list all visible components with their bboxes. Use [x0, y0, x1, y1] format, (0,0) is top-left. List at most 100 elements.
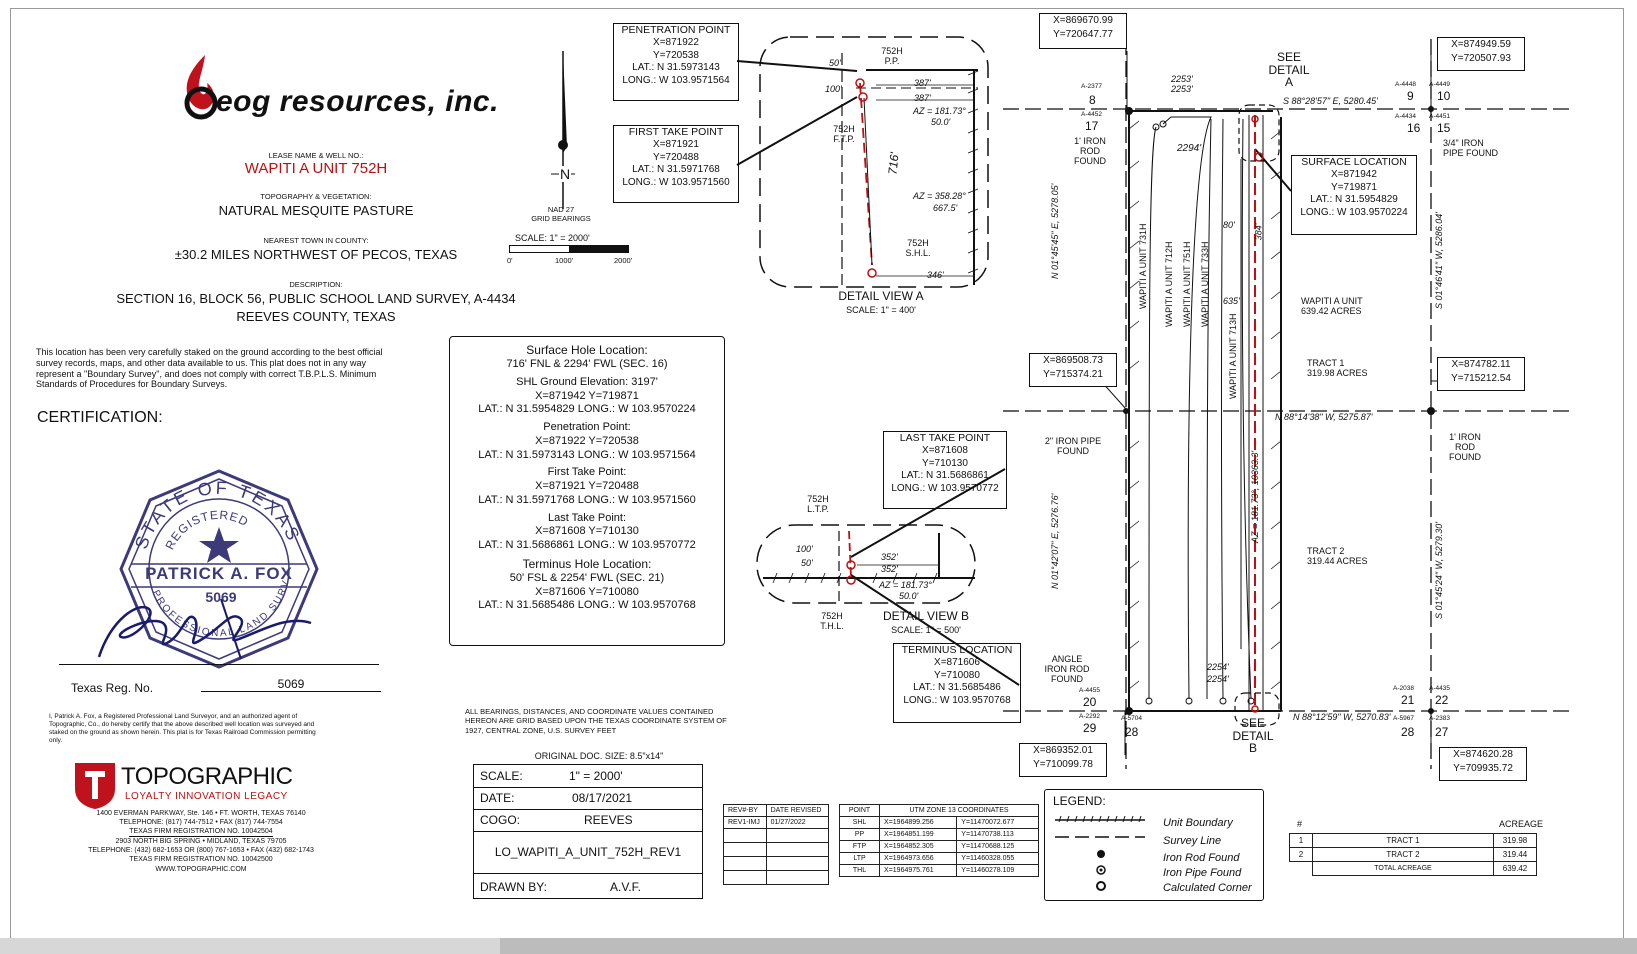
abstract-a4455: A-4455: [1079, 687, 1100, 694]
date-field-label: DATE:: [480, 791, 515, 805]
callout-ftp-y: Y=720488: [653, 151, 699, 163]
legend-symbols: [1055, 815, 1145, 891]
abstract-a2377: A-2377: [1081, 83, 1102, 90]
survey-plat-sheet: eog resources, inc. LEASE NAME & WELL NO…: [10, 8, 1624, 940]
section-8: 8: [1089, 93, 1096, 107]
section-15: 15: [1437, 121, 1451, 135]
th-latlong: LAT.: N 31.5685486 LONG.: W 103.9570768: [478, 599, 696, 612]
section-16: 16: [1407, 121, 1421, 135]
acreage-value: 319.98: [1493, 833, 1537, 848]
section-28-se: 28: [1401, 725, 1415, 739]
reg-label: Texas Reg. No.: [71, 681, 154, 695]
topo-label: TOPOGRAPHY & VEGETATION:: [260, 192, 372, 201]
detail-a-shl-text: 752H S.H.L.: [905, 238, 931, 258]
abstract-a4449: A-4449: [1429, 81, 1450, 88]
lease-value: WAPITI A UNIT 752H: [244, 160, 388, 177]
callout-tl-lat: LAT.: N 31.5685486: [913, 682, 1001, 694]
xy-box-ne: X=874949.59 Y=720507.93: [1437, 37, 1525, 71]
callout-sl-x: X=871942: [1331, 169, 1377, 181]
section-29: 29: [1083, 721, 1097, 735]
detail-b-ltp-text: 752H L.T.P.: [807, 494, 829, 514]
acreage-total-label: TOTAL ACREAGE: [1312, 861, 1494, 876]
acreage-header-num: #: [1297, 819, 1303, 829]
xy-box-e: X=874782.11 Y=715212.54: [1437, 357, 1525, 391]
th-line1: 50' FSL & 2254' FWL (SEC. 21): [509, 571, 665, 584]
certification-title: CERTIFICATION:: [37, 409, 163, 426]
callout-tl-long: LONG.: W 103.9570768: [903, 694, 1011, 706]
bearing-middle: N 88°14'38" W, 5275.87': [1275, 412, 1373, 422]
bearing-north: S 88°28'57" E, 5280.45': [1283, 96, 1378, 106]
abstract-a4435: A-4435: [1429, 685, 1450, 692]
legend-iron-pipe: Iron Pipe Found: [1163, 867, 1242, 879]
abstract-a4452: A-4452: [1081, 111, 1102, 118]
scale-label: SCALE: 1" = 2000': [515, 233, 590, 243]
bearing-east-upper: S 01°46'41" W, 5286.04': [1434, 212, 1444, 309]
drawn-by-label: DRAWN BY:: [480, 880, 547, 894]
detail-a-d387a: 387': [914, 78, 931, 88]
original-doc-size: ORIGINAL DOC. SIZE: 8.5"x14": [534, 751, 664, 761]
detail-a-d346: 346': [927, 270, 944, 280]
dist-635: 635': [1223, 296, 1240, 306]
legend-unit-boundary: Unit Boundary: [1163, 817, 1233, 829]
abstract-a2038: A-2038: [1393, 685, 1414, 692]
cogo-field-label: COGO:: [480, 813, 521, 827]
scale-field-value: 1" = 2000': [569, 769, 623, 783]
callout-ltp-long: LONG.: W 103.9570772: [891, 482, 999, 494]
well-731h-label: WAPITI A UNIT 731H: [1138, 223, 1148, 309]
section-27: 27: [1435, 725, 1449, 739]
section-28-sw: 28: [1125, 725, 1139, 739]
topographic-address: 1400 EVERMAN PARKWAY, Ste. 146 • FT. WOR…: [51, 809, 351, 874]
tract1-label: TRACT 1 319.98 ACRES: [1307, 358, 1368, 378]
abstract-a2383: A-2383: [1429, 715, 1450, 722]
utm-x: X=1964975.761: [879, 864, 958, 877]
callout-ltp-y: Y=710130: [922, 457, 968, 469]
callout-tl-title: TERMINUS LOCATION: [901, 644, 1013, 656]
callout-sl-title: SURFACE LOCATION: [1301, 156, 1407, 168]
seal-name: PATRICK A. FOX: [145, 564, 293, 583]
bearings-note: ALL BEARINGS, DISTANCES, AND COORDINATE …: [465, 707, 727, 735]
callout-pp-title: PENETRATION POINT: [621, 24, 731, 36]
detail-b-thl-text: 752H T.H.L.: [820, 611, 844, 631]
scale-tick-1000: 1000': [555, 256, 574, 265]
detail-b-d352a: 352': [881, 552, 898, 562]
section-22: 22: [1435, 693, 1449, 707]
see-detail-a: SEE DETAIL A: [1268, 50, 1310, 90]
iron-pipe-ne-note: 3/4" IRON PIPE FOUND: [1443, 138, 1499, 158]
grid-bearings-label: GRID BEARINGS: [531, 214, 591, 223]
bearing-south: N 88°12'59" W, 5270.83': [1293, 712, 1391, 722]
detail-a-az2: AZ = 358.28°: [913, 191, 966, 201]
topographic-shield-icon: [75, 763, 115, 809]
callout-ftp-x: X=871921: [653, 139, 699, 151]
certification-statement: I, Patrick A. Fox, a Registered Professi…: [49, 713, 316, 745]
pp-xy: X=871922 Y=720538: [535, 434, 639, 447]
callout-penetration-point: PENETRATION POINT X=871922 Y=720538 LAT.…: [613, 23, 739, 101]
topographic-line3: TEXAS FIRM REGISTRATION NO. 10042504: [129, 827, 273, 838]
scale-tick-2000: 2000': [614, 256, 633, 265]
section-10: 10: [1437, 89, 1451, 103]
town-label: NEAREST TOWN IN COUNTY:: [263, 236, 369, 245]
legend-iron-rod: Iron Rod Found: [1163, 852, 1240, 864]
eog-flame-logo: [184, 55, 218, 120]
dist-2254b: 2254': [1207, 674, 1229, 684]
ltp-latlong: LAT.: N 31.5686861 LONG.: W 103.9570772: [478, 539, 696, 551]
dist-80: 80': [1223, 220, 1235, 230]
xy-box-sw: X=869352.01 Y=710099.78: [1019, 743, 1107, 777]
viewer-scrollbar-thumb[interactable]: [500, 938, 1637, 954]
callout-ftp-lat: LAT.: N 31.5971768: [632, 164, 720, 176]
dist-2294: 2294': [1177, 143, 1202, 154]
viewer-scrollbar[interactable]: [0, 938, 1637, 954]
angle-iron-note: ANGLE IRON ROD FOUND: [1044, 654, 1090, 684]
disclaimer-text: This location has been very carefully st…: [36, 347, 383, 390]
detail-a-az1-dist: 50.0': [931, 117, 951, 127]
topo-value: NATURAL MESQUITE PASTURE: [218, 203, 414, 218]
detail-b-az-dist: 50.0': [899, 591, 919, 601]
topographic-line6: TEXAS FIRM REGISTRATION NO. 10042500: [129, 856, 273, 864]
ftp-latlong: LAT.: N 31.5971768 LONG.: W 103.9571560: [478, 493, 696, 506]
detail-b-az: AZ = 181.73°: [879, 580, 932, 590]
file-name: LO_WAPITI_A_UNIT_752H_REV1: [494, 845, 682, 859]
